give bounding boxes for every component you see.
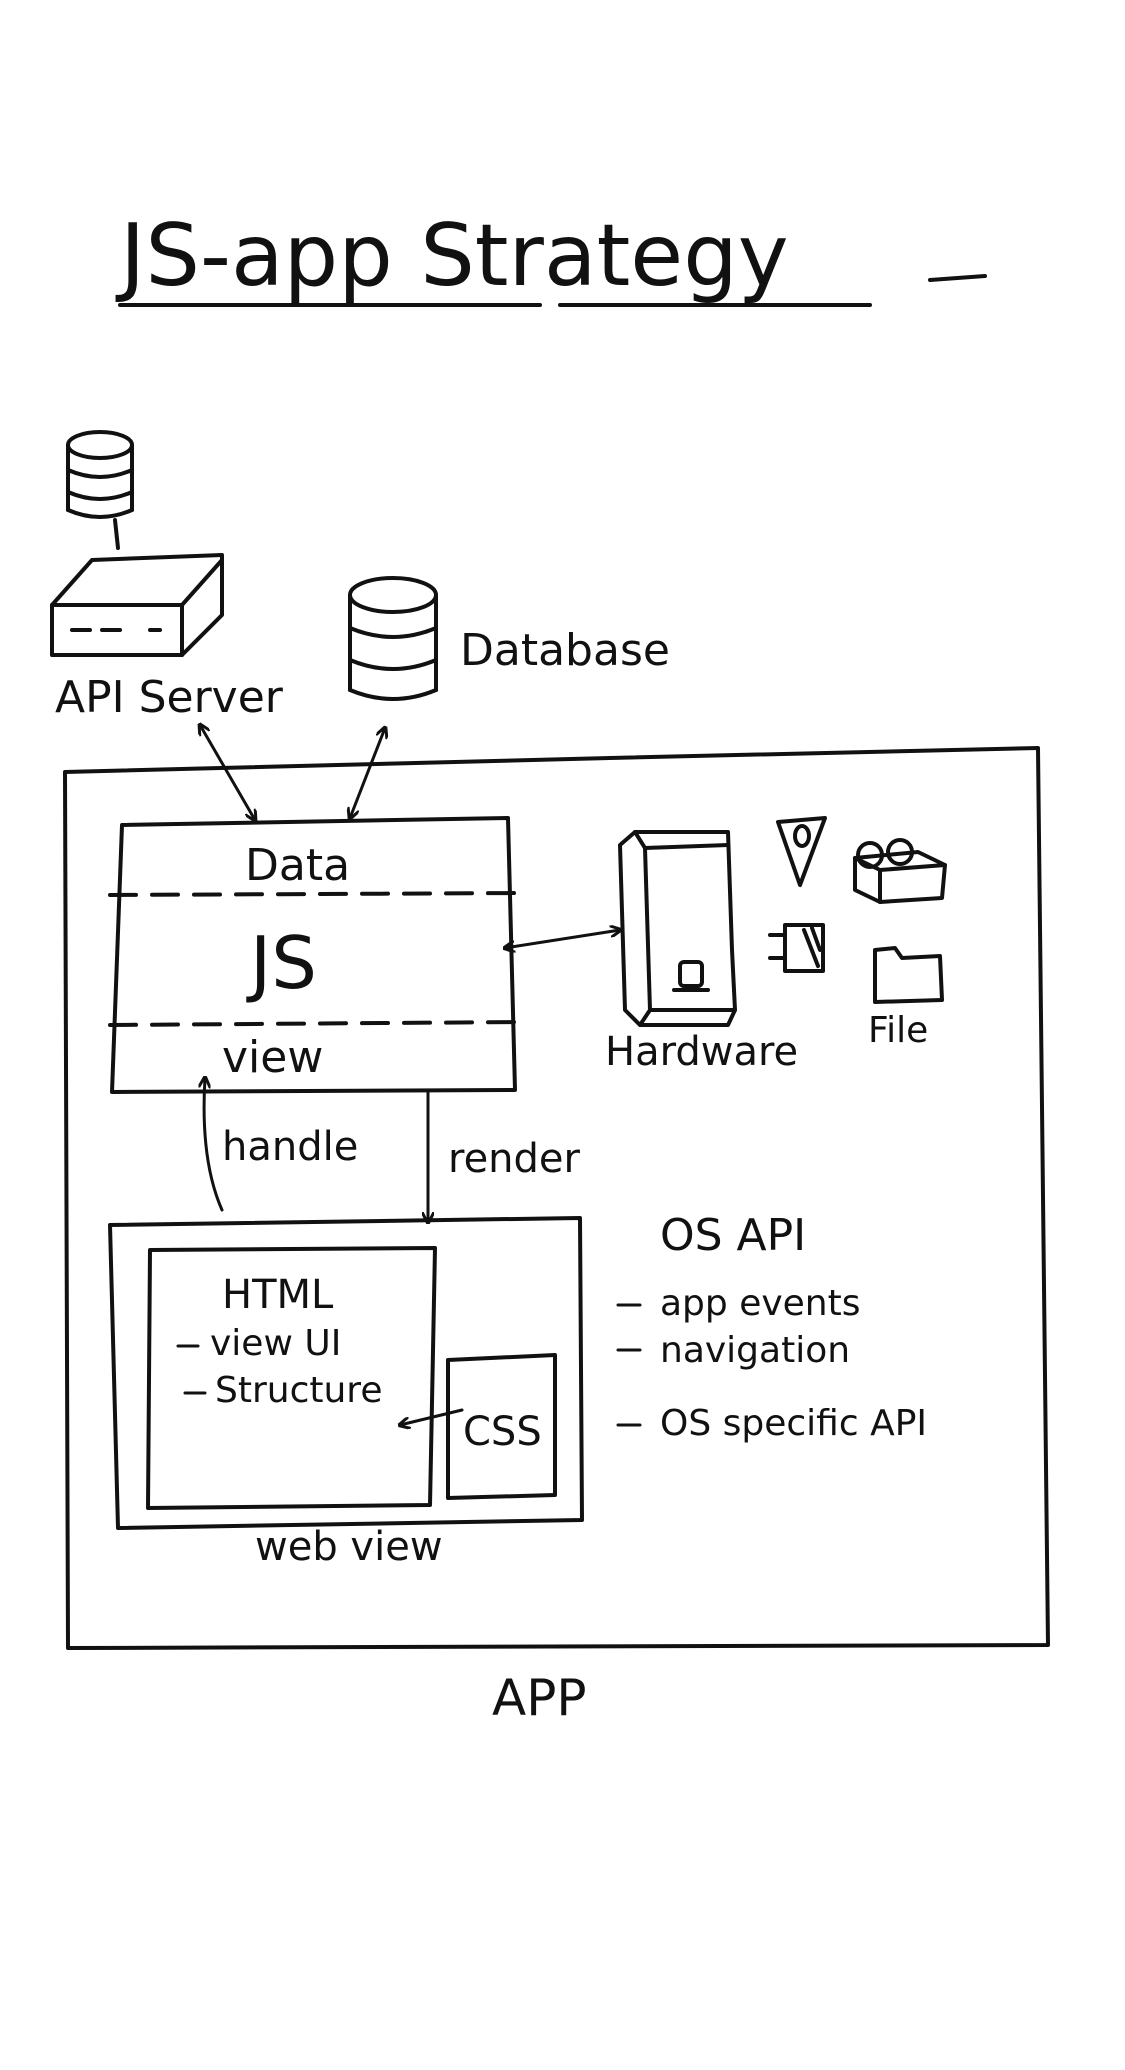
phone-hardware-icon [618, 830, 737, 1027]
api-server-label: API Server [55, 672, 284, 723]
camera-icon [853, 838, 947, 904]
database-icon [348, 576, 438, 701]
database-stack-icon [66, 430, 134, 550]
handle-arrow [204, 1078, 224, 1212]
os-api-item-navigation: navigation [660, 1330, 850, 1371]
view-layer-label: view [222, 1032, 323, 1083]
css-box [446, 1353, 557, 1500]
database-label: Database [460, 625, 670, 676]
os-api-item-os-specific: OS specific API [660, 1403, 927, 1444]
hardware-label: Hardware [605, 1029, 798, 1075]
file-label: File [868, 1010, 928, 1051]
web-view-box [108, 1216, 584, 1530]
app-label: APP [492, 1669, 587, 1727]
css-structure-arrow [400, 1408, 464, 1425]
html-item-view-ui: view UI [210, 1323, 341, 1364]
database-data-arrow [350, 728, 385, 818]
location-pin-icon [776, 816, 827, 887]
os-api-item-app-events: app events [660, 1283, 861, 1324]
handle-label: handle [222, 1124, 358, 1170]
js-hardware-arrow [505, 930, 620, 948]
html-box-title: HTML [222, 1272, 334, 1318]
api-server-data-arrow [200, 725, 255, 820]
folder-icon [873, 946, 944, 1004]
css-label: CSS [463, 1409, 542, 1455]
view-divider [108, 1020, 527, 1027]
render-label: render [448, 1136, 581, 1182]
web-view-label: web view [255, 1524, 443, 1570]
sensor-chip-icon [768, 923, 825, 973]
js-layer-label: JS [246, 921, 317, 1005]
data-layer-label: Data [245, 840, 350, 891]
page-title: JS-app Strategy [115, 206, 789, 306]
os-api-title: OS API [660, 1210, 806, 1261]
data-divider [108, 891, 527, 897]
html-box [146, 1246, 437, 1510]
title-underline [118, 274, 987, 307]
html-item-structure: Structure [215, 1370, 382, 1411]
app-frame [63, 746, 1050, 1650]
server-box-icon [50, 553, 224, 657]
